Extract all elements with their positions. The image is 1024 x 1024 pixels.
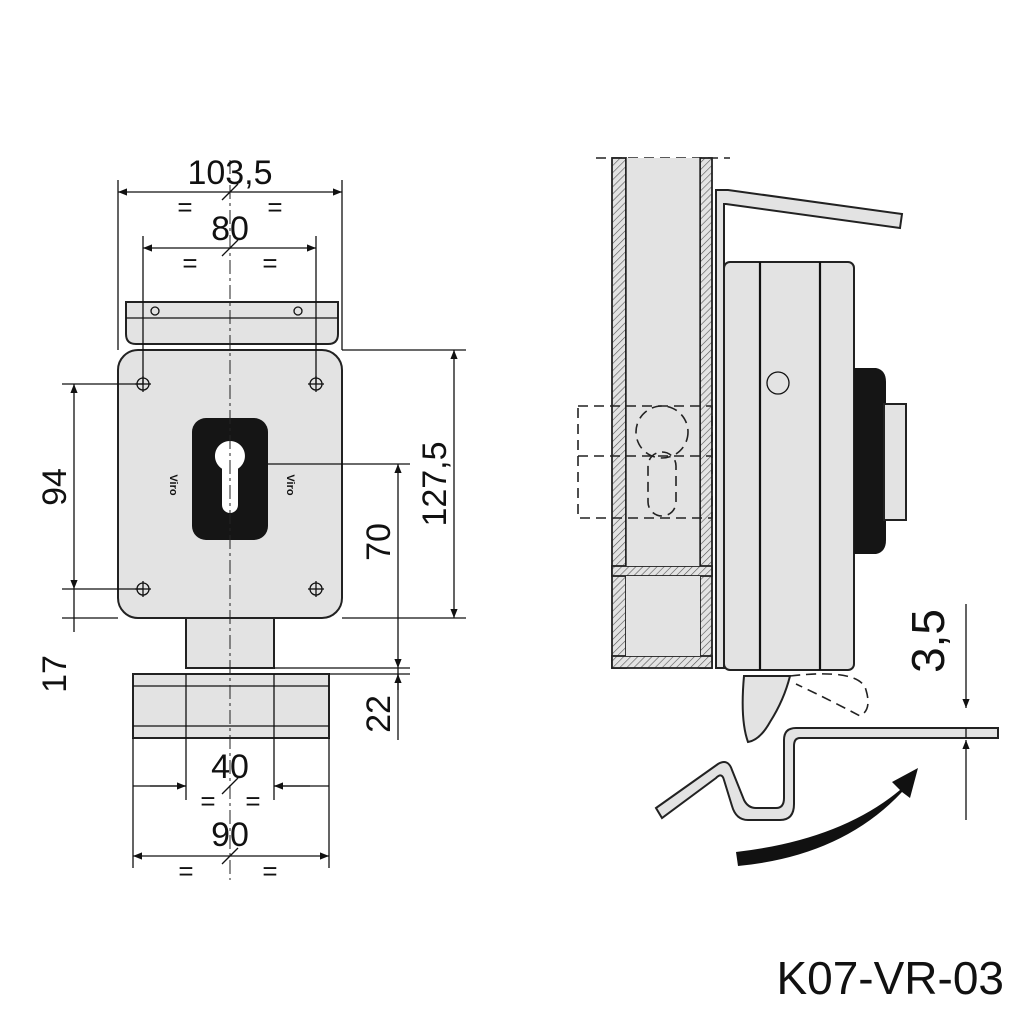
equal-mark: = (262, 856, 277, 886)
cylinder-outline (577, 405, 713, 519)
gate-post-wall-left (611, 157, 627, 669)
equal-mark: = (200, 786, 215, 816)
dim-keyhole-height: 70 (360, 523, 398, 561)
equal-mark: = (182, 248, 197, 278)
cylinder-end (883, 403, 907, 521)
product-code: K07-VR-03 (776, 952, 1004, 1004)
latch (741, 675, 792, 744)
dim-keeper-width: 90 (211, 816, 249, 854)
equal-mark: = (245, 786, 260, 816)
top-flange (125, 301, 339, 345)
dim-bottom-offset: 17 (36, 655, 74, 693)
gate-post-bottom (611, 655, 713, 669)
lock-body-side (723, 261, 855, 671)
equal-mark: = (262, 248, 277, 278)
gate-post-wall-right (699, 157, 713, 669)
dim-hole-spacing-vertical: 94 (36, 468, 74, 506)
equal-mark: = (178, 856, 193, 886)
top-bracket (715, 189, 904, 669)
keeper-profile (654, 727, 999, 821)
rotation-arrow (736, 768, 918, 866)
equal-mark: = (267, 192, 282, 222)
brand-text-left: Viro (167, 474, 179, 495)
dim-bolt-width: 40 (211, 748, 249, 786)
dim-height: 127,5 (416, 441, 454, 526)
keyhole-icon (214, 441, 245, 513)
dim-clearance: 3,5 (902, 609, 954, 673)
brand-text-right: Viro (284, 474, 296, 495)
dim-keeper-offset: 22 (360, 695, 398, 733)
dim-overall-width: 103,5 (187, 154, 272, 192)
dim-hole-spacing-horizontal: 80 (211, 210, 249, 248)
front-view: Viro Viro 103,5 = = 80 = = 94 (36, 154, 466, 886)
escutcheon-side (854, 368, 886, 554)
keeper-plate (132, 673, 330, 739)
gate-post-divider (611, 565, 713, 577)
side-view: 3,5 (577, 157, 999, 866)
equal-mark: = (177, 192, 192, 222)
